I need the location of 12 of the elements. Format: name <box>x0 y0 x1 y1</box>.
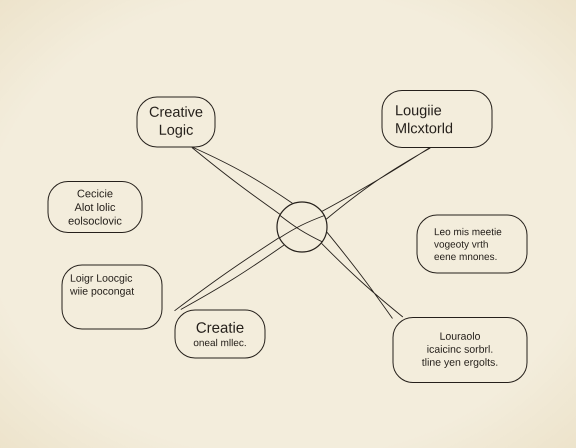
text-bubble: Creatie oneal mllec. <box>174 310 266 358</box>
text-bubble: Loigr Loocgic wiie pocongat <box>62 264 162 330</box>
text-bubble: Lougiie Mlcxtorld <box>382 90 492 148</box>
hub-circle <box>276 201 328 253</box>
text-bubble: Leo mis meetie vogeoty vrth eene mnones. <box>416 214 528 274</box>
text-bubble: Louraolo icaicinc sorbrl. tline yen ergolts. <box>392 317 528 383</box>
connector-line <box>174 237 284 312</box>
connector-line <box>191 147 293 215</box>
connector-line <box>321 232 404 319</box>
text-bubble: Cecicie Alot lolic eolsoclovic <box>48 181 142 233</box>
connector-line <box>322 148 431 220</box>
text-bubble: Creative Logic <box>136 96 216 148</box>
